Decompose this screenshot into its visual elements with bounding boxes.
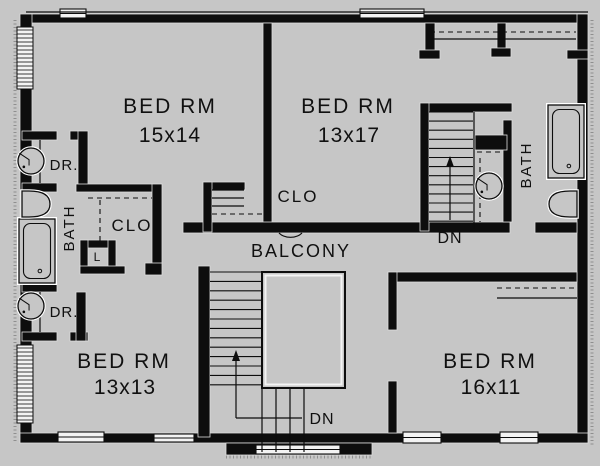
stair-label-dn-top: DN [437,230,462,247]
dim-label-bedrm-topleft: 15x14 [139,124,201,147]
sink-symbol [475,172,503,200]
room-label-linen: L [94,250,101,264]
bathtub-symbol [547,104,585,179]
room-label-bath-left: BATH [61,205,78,252]
wall [202,181,213,233]
wall [424,22,436,53]
dim-label-bedrm-botright: 16x11 [461,376,522,399]
wall [566,49,589,60]
room-label-dressing-bottom: DR. [50,304,79,321]
wall [21,130,58,141]
wall [79,265,126,275]
sink-faucet [19,152,30,166]
stairwell-opening [261,271,346,389]
wall [21,331,58,342]
sink-faucet [477,177,488,191]
wall [77,130,89,189]
wall [182,221,511,234]
room-label-bedrm-topleft: BED RM [123,95,217,118]
bathtub-symbol [18,218,56,284]
dim-label-bedrm-topmid: 13x17 [318,124,380,147]
wall [496,22,507,51]
sink-faucet [19,297,30,311]
wall [418,49,441,60]
arrow-head [232,350,240,361]
sink-drain [22,310,26,314]
arrow-head [446,156,454,167]
toilet-symbol [548,190,578,218]
wall [75,291,87,342]
dim-label-bedrm-botleft: 13x13 [94,376,156,399]
wall [490,47,512,58]
room-label-balcony: BALCONY [251,241,351,261]
wall [502,119,513,223]
bathtub-inner [551,108,581,175]
stair-label-dn-center: DN [309,411,334,428]
sink-symbol [17,292,45,320]
stairwell-opening-inner [264,274,343,386]
wall [387,380,398,434]
sink-drain [22,165,26,169]
bathtub-drain [566,163,572,169]
wall [144,262,163,276]
wall [151,183,163,273]
wall [387,271,578,283]
sink-drain [480,190,484,194]
wall [262,22,273,233]
door-arc [278,232,303,238]
bathtub-inner [22,222,52,280]
toilet-symbol [21,190,51,218]
room-label-dressing-top: DR. [50,157,79,174]
wall [576,13,589,444]
room-label-bath-right: BATH [518,142,535,189]
room-label-bedrm-topmid: BED RM [301,95,395,118]
wall [75,183,163,193]
sink-symbol [17,147,45,175]
wall [419,102,513,113]
room-label-bedrm-botright: BED RM [443,350,537,373]
wall [197,265,211,438]
bathtub-drain [37,268,43,274]
wall [419,102,430,232]
wall [25,13,589,24]
room-label-bedrm-botleft: BED RM [77,350,171,373]
room-label-closet-mid: CLO [278,187,319,206]
wall [474,134,508,151]
wall [387,271,398,331]
wall [534,221,578,234]
room-label-closet-left: CLO [112,216,153,235]
